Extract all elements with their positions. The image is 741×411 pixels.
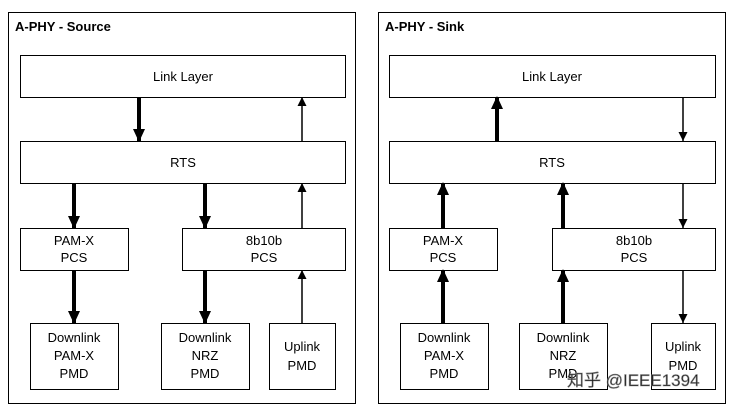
source-8b10b-pcs-box: 8b10b PCS	[182, 228, 346, 271]
source-downlink-nrz-pmd-line1: Downlink	[179, 330, 232, 345]
source-downlink-pam-pmd-line3: PMD	[60, 366, 89, 381]
source-pam-pcs-line1: PAM-X	[54, 233, 95, 248]
sink-downlink-pam-pmd-line3: PMD	[430, 366, 459, 381]
sink-downlink-pam-pmd-line1: Downlink	[418, 330, 471, 345]
source-panel: A-PHY - Source Link Layer RTS PAM-X PCS …	[8, 12, 356, 404]
sink-downlink-nrz-pmd-line1: Downlink	[537, 330, 590, 345]
source-downlink-nrz-pmd-box: Downlink NRZ PMD	[161, 323, 250, 390]
sink-downlink-pam-pmd-box: Downlink PAM-X PMD	[400, 323, 489, 390]
sink-downlink-nrz-pmd-box: Downlink NRZ PMD	[519, 323, 608, 390]
source-link-layer-label: Link Layer	[153, 69, 214, 84]
source-rts-label: RTS	[170, 155, 196, 170]
source-link-layer-box: Link Layer	[20, 55, 346, 98]
source-pam-pcs-box: PAM-X PCS	[20, 228, 129, 271]
source-uplink-pmd-line1: Uplink	[284, 339, 321, 354]
sink-uplink-pmd-box: Uplink PMD	[651, 323, 716, 390]
sink-rts-label: RTS	[539, 155, 565, 170]
sink-title: A-PHY - Sink	[385, 19, 465, 34]
sink-downlink-pam-pmd-line2: PAM-X	[424, 348, 465, 363]
sink-link-layer-box: Link Layer	[389, 55, 716, 98]
source-rts-box: RTS	[20, 141, 346, 184]
source-8b10b-pcs-line1: 8b10b	[246, 233, 282, 248]
sink-pam-pcs-line2: PCS	[430, 250, 457, 265]
sink-uplink-pmd-line2: PMD	[669, 358, 698, 373]
source-uplink-pmd-box: Uplink PMD	[269, 323, 336, 390]
source-pam-pcs-line2: PCS	[61, 250, 88, 265]
sink-8b10b-pcs-line2: PCS	[621, 250, 648, 265]
sink-rts-box: RTS	[389, 141, 716, 184]
sink-downlink-nrz-pmd-line2: NRZ	[550, 348, 577, 363]
source-title: A-PHY - Source	[15, 19, 111, 34]
sink-pam-pcs-line1: PAM-X	[423, 233, 464, 248]
watermark-text: 知乎 @IEEE1394	[567, 371, 700, 390]
source-downlink-nrz-pmd-line2: NRZ	[192, 348, 219, 363]
source-downlink-pam-pmd-box: Downlink PAM-X PMD	[30, 323, 119, 390]
sink-link-layer-label: Link Layer	[522, 69, 583, 84]
source-downlink-nrz-pmd-line3: PMD	[191, 366, 220, 381]
source-downlink-pam-pmd-line1: Downlink	[48, 330, 101, 345]
sink-downlink-nrz-pmd-line3: PMD	[549, 366, 578, 381]
sink-uplink-pmd-line1: Uplink	[665, 339, 702, 354]
sink-pam-pcs-box: PAM-X PCS	[389, 228, 498, 271]
source-uplink-pmd-line2: PMD	[288, 358, 317, 373]
source-downlink-pam-pmd-line2: PAM-X	[54, 348, 95, 363]
sink-8b10b-pcs-line1: 8b10b	[616, 233, 652, 248]
source-8b10b-pcs-line2: PCS	[251, 250, 278, 265]
sink-panel: A-PHY - Sink Link Layer RTS PAM-X PCS 8b…	[378, 12, 726, 404]
sink-8b10b-pcs-box: 8b10b PCS	[552, 228, 716, 271]
